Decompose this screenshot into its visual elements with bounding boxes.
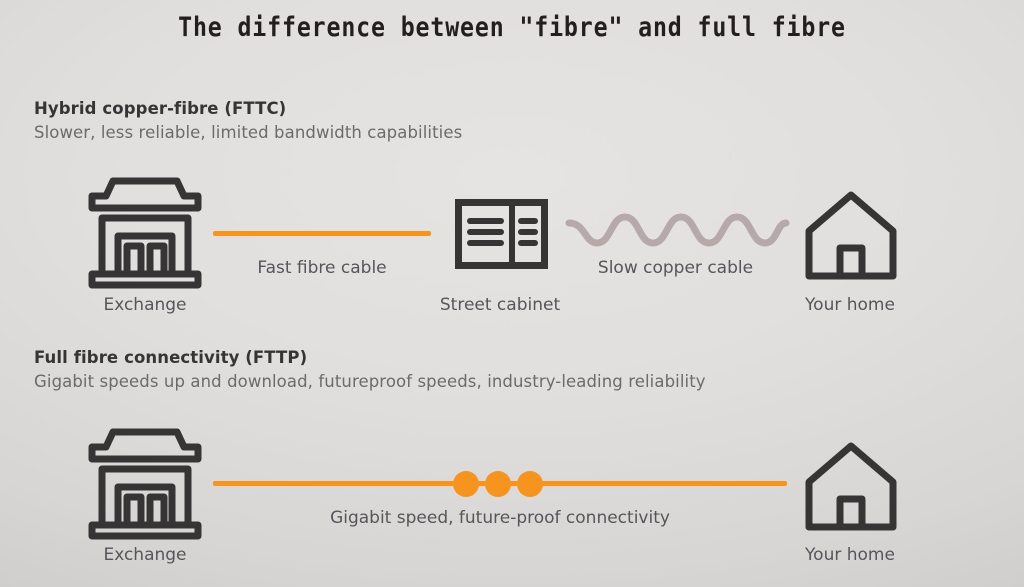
- section-heading-fttp: Full fibre connectivity (FTTP): [34, 348, 308, 367]
- house-icon-bottom: [805, 441, 897, 535]
- house-icon-svg: [805, 191, 897, 280]
- exchange-building-icon-svg: [88, 177, 202, 289]
- caption-your-home-bottom: Your home: [805, 545, 895, 565]
- fast-fibre-cable-label: Fast fibre cable: [257, 258, 387, 278]
- fibre-signal-dots: [450, 469, 550, 503]
- street-cabinet-icon-svg: [455, 199, 548, 269]
- fast-fibre-cable-line: [213, 231, 431, 236]
- slow-copper-cable-wave: [565, 205, 790, 251]
- section-subheading-fttp: Gigabit speeds up and download, futurepr…: [34, 372, 706, 391]
- caption-exchange-top: Exchange: [103, 295, 187, 315]
- section-subheading-fttc: Slower, less reliable, limited bandwidth…: [34, 123, 463, 142]
- gigabit-cable-label: Gigabit speed, future-proof connectivity: [330, 508, 670, 528]
- slow-copper-cable-label: Slow copper cable: [597, 258, 754, 278]
- house-icon-svg-bottom: [805, 442, 897, 531]
- slow-copper-cable-wave-svg: [565, 213, 790, 247]
- page-title: The difference between "fibre" and full …: [178, 12, 846, 43]
- section-heading-fttc: Hybrid copper-fibre (FTTC): [34, 99, 287, 118]
- street-cabinet-icon: [455, 199, 548, 273]
- caption-exchange-bottom: Exchange: [103, 545, 187, 565]
- house-icon: [805, 190, 897, 284]
- caption-your-home-top: Your home: [805, 295, 895, 315]
- exchange-building-icon-svg-bottom: [88, 428, 202, 540]
- fibre-signal-dots-svg: [453, 471, 543, 497]
- exchange-building-icon: [88, 174, 202, 293]
- exchange-building-icon-bottom: [88, 425, 202, 544]
- caption-street-cabinet: Street cabinet: [439, 295, 561, 315]
